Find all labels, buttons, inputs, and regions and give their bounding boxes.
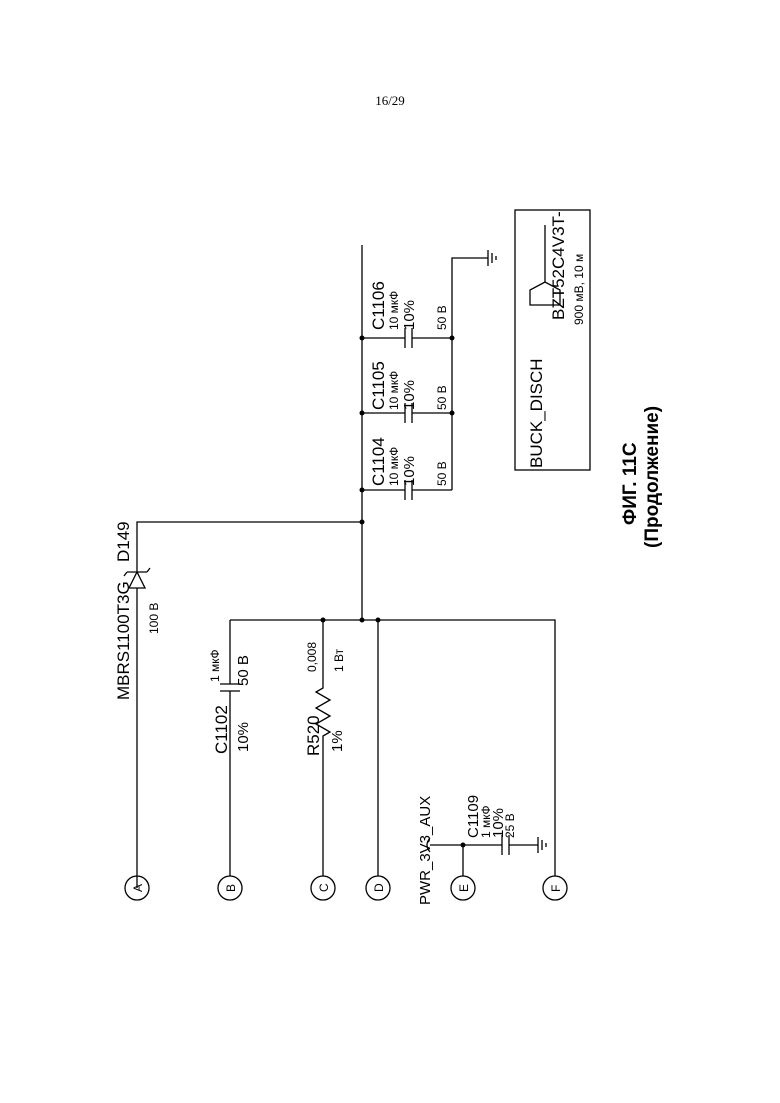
c1104-tolerance: 10% bbox=[401, 456, 418, 486]
c1104-value: 10 мкФ bbox=[387, 447, 401, 486]
d149-voltage: 100 В bbox=[147, 603, 161, 634]
c1102-value: 1 мкФ bbox=[208, 649, 222, 682]
wire-a bbox=[137, 522, 362, 888]
c1102-voltage: 50 В bbox=[235, 655, 252, 686]
c1104-voltage: 50 В bbox=[435, 461, 449, 486]
d149-ref: D149 bbox=[114, 521, 133, 562]
c1105-voltage: 50 В bbox=[435, 385, 449, 410]
connector-b: B bbox=[224, 884, 238, 892]
connector-f: F bbox=[549, 885, 563, 892]
c1105-ref: C1105 bbox=[369, 361, 388, 410]
connector-c: C bbox=[317, 883, 331, 892]
c1102-tolerance: 10% bbox=[235, 722, 252, 752]
figure-title: ФИГ. 11С bbox=[620, 442, 641, 525]
connectors: A B C D E F bbox=[125, 876, 567, 900]
figure-subtitle: (Продолжение) bbox=[642, 406, 663, 548]
r520-power: 1 Вт bbox=[332, 648, 346, 672]
c1106-tolerance: 10% bbox=[401, 300, 418, 330]
c1109-symbol bbox=[463, 835, 546, 876]
r520-tolerance: 1% bbox=[329, 730, 346, 752]
c1106-value: 10 мкФ bbox=[387, 291, 401, 330]
c1102-ref: C1102 bbox=[212, 705, 231, 754]
c1109-voltage: 25 В bbox=[503, 813, 517, 838]
c1106-ref: C1106 bbox=[369, 281, 388, 330]
pwr-net-label: PWR_3V3_AUX bbox=[417, 796, 434, 905]
connector-a: A bbox=[131, 884, 145, 892]
buck-spec: 900 мВ, 10 м bbox=[572, 254, 586, 325]
ground-icon bbox=[488, 250, 496, 266]
buck-net-label: BUCK_DISCH bbox=[527, 358, 546, 468]
d149-part: MBRS1100T3G bbox=[114, 581, 133, 700]
connector-d: D bbox=[372, 883, 386, 892]
c1106-voltage: 50 В bbox=[435, 305, 449, 330]
buck-part: BZT52C4V3T- bbox=[549, 211, 568, 320]
c1105-value: 10 мкФ bbox=[387, 371, 401, 410]
c1105-tolerance: 10% bbox=[401, 380, 418, 410]
r520-value: 0,008 bbox=[305, 642, 319, 672]
connector-e: E bbox=[457, 884, 471, 892]
r520-ref: R520 bbox=[304, 715, 323, 756]
page-number: 16/29 bbox=[375, 93, 405, 108]
c1104-ref: C1104 bbox=[369, 437, 388, 486]
